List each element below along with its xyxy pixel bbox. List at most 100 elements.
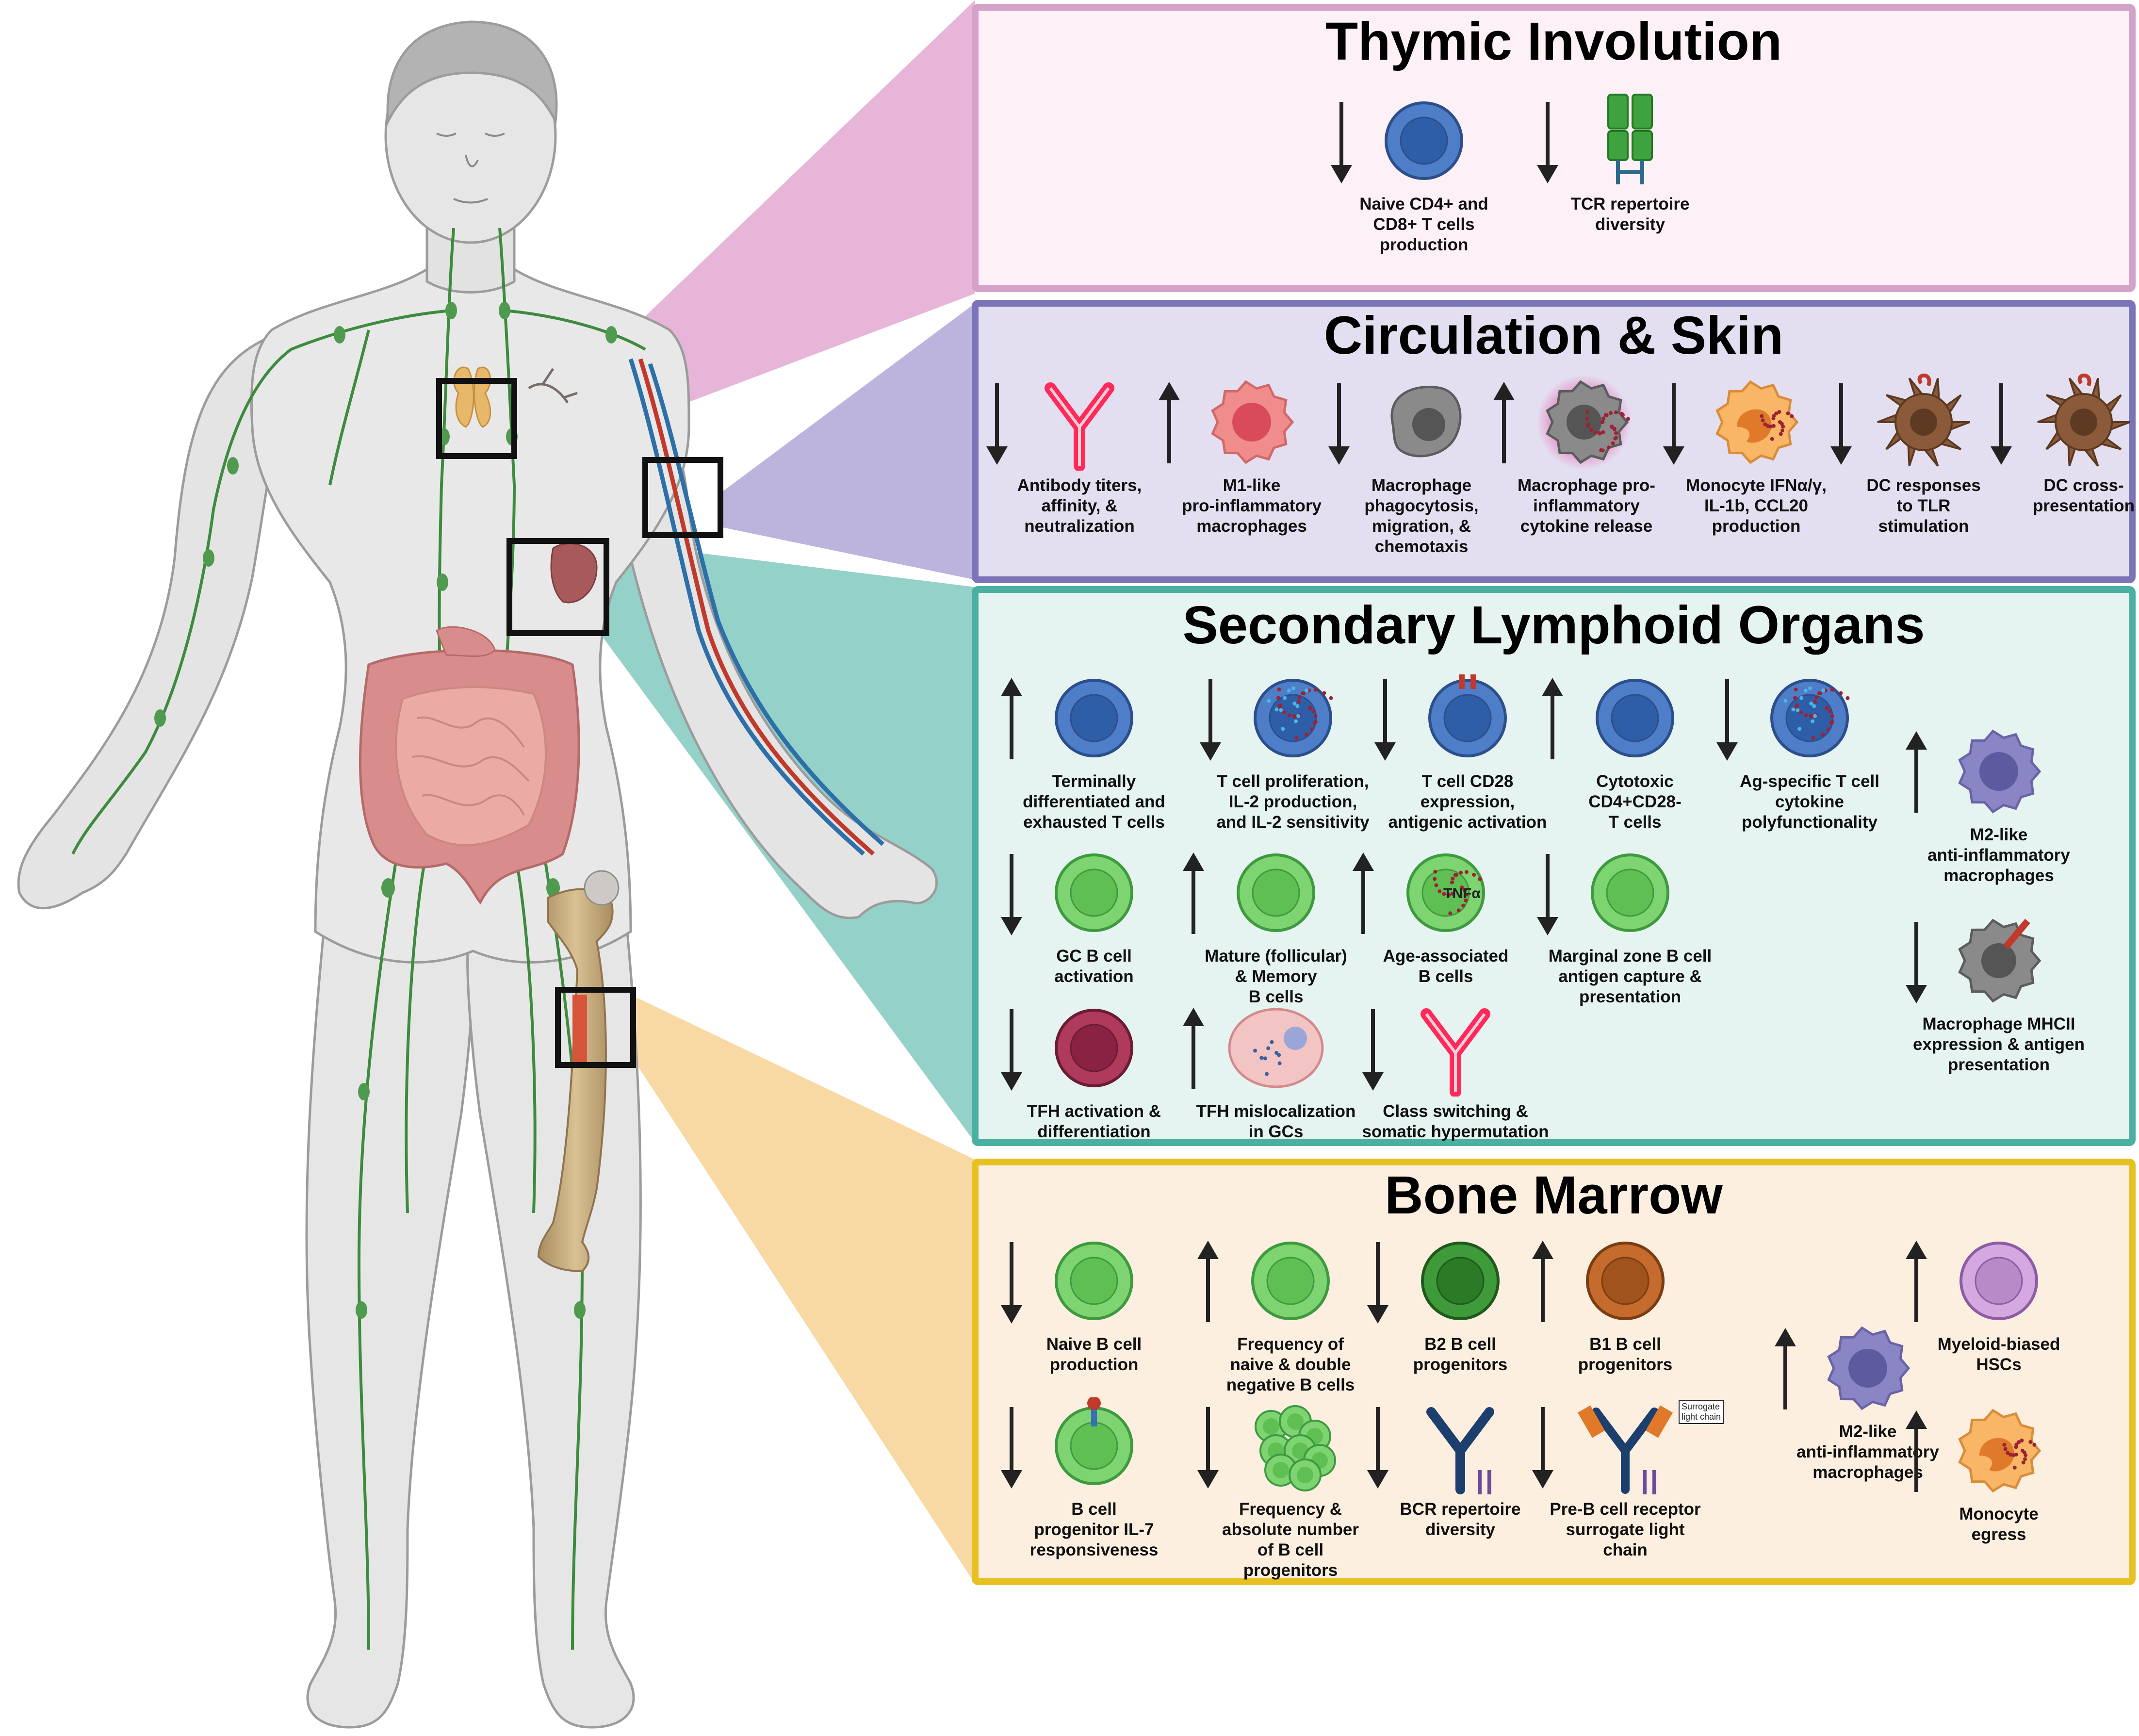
item-label: Terminally differentiated and exhausted … [1023, 772, 1165, 832]
monocyte-icon [1950, 1402, 2047, 1499]
bone-marrow-item: B2 B cell progenitors [1354, 1232, 1567, 1426]
item-label: Marginal zone B cell antigen capture & p… [1548, 947, 1712, 1006]
dendritic-cell-icon [2035, 373, 2132, 471]
slo-item: GC B cell activation [987, 844, 1201, 1038]
circulation-item: Monocyte IFNα/γ, IL-1b, CCL20 production [1649, 374, 1863, 568]
decrease-arrow-icon [1193, 1405, 1223, 1490]
decrease-arrow-icon [1533, 852, 1562, 936]
left-arm [17, 338, 293, 909]
tnf-alpha-label: TNFα [1443, 885, 1481, 901]
item-label: B cell progenitor IL-7 responsiveness [1029, 1500, 1159, 1559]
m2-macrophage-icon [1819, 1320, 1916, 1417]
germinal-center-icon [1227, 999, 1324, 1097]
decrease-arrow-icon [997, 1007, 1026, 1092]
increase-arrow-icon [1902, 730, 1931, 815]
item-label: Naive B cell production [1046, 1335, 1142, 1374]
femur-bone [537, 870, 620, 1273]
spleen-highlight-box [506, 538, 609, 636]
antibody-icon [1031, 374, 1128, 472]
item-label: B1 B cell progenitors [1578, 1335, 1673, 1374]
increase-arrow-icon [1528, 1240, 1557, 1325]
item-label: TFH mislocalization in GCs [1196, 1102, 1356, 1141]
tfh-cell-icon [1045, 999, 1143, 1097]
circulation-item: M1-like pro-inflammatory macrophages [1145, 374, 1358, 568]
bone-marrow-item: Myeloid-biased HSCs [1892, 1232, 2106, 1426]
slo-item: TFH mislocalization in GCs [1169, 999, 1383, 1194]
bm-connector-wedge [636, 997, 975, 1584]
macrophage-mhc-icon [1950, 912, 2047, 1009]
increase-arrow-icon [997, 677, 1026, 762]
m2-macrophage-icon [1950, 723, 2047, 820]
increase-arrow-icon [1155, 381, 1184, 466]
hsc-icon [1950, 1232, 2047, 1329]
b-cell-icon [1242, 1232, 1339, 1329]
decrease-arrow-icon [1327, 99, 1356, 184]
tcr-receptor-icon [1582, 92, 1679, 189]
decrease-arrow-icon [1533, 99, 1562, 184]
item-label: DC cross- presentation [2032, 476, 2135, 515]
bone-marrow-item: BCR repertoire diversity [1354, 1397, 1567, 1591]
item-label: BCR repertoire diversity [1400, 1500, 1521, 1539]
decrease-arrow-icon [997, 1240, 1026, 1325]
item-label: Class switching & somatic hypermutation [1362, 1102, 1549, 1141]
slo-item: T cell CD28 expression, antigenic activa… [1361, 670, 1574, 864]
thymus-highlight-box [436, 378, 517, 459]
item-label: Pre-B cell receptor surrogate light chai… [1550, 1500, 1701, 1559]
b-cell-cluster-icon [1242, 1397, 1339, 1494]
item-label: Frequency of naive & double negative B c… [1226, 1335, 1355, 1394]
slo-item: M2-like anti-inflammatory macrophages [1892, 723, 2106, 917]
circulation-item: Macrophage phagocytosis, migration, & ch… [1315, 374, 1528, 568]
b2-cell-icon [1412, 1232, 1509, 1329]
b1-cell-icon [1577, 1232, 1674, 1329]
arm-blood-vessels [628, 358, 884, 856]
b-cell-icon [1227, 844, 1324, 941]
b-cell-tnf-icon [1397, 844, 1494, 941]
surrogate-light-chain-note: Surrogate light chain [1679, 1400, 1724, 1424]
thymus-item: TCR repertoire diversity [1523, 92, 1737, 286]
item-label: DC responses to TLR stimulation [1866, 476, 1981, 536]
slo-item: Cytotoxic CD4+CD28- T cells [1528, 670, 1742, 864]
item-label: Macrophage MHCII expression & antigen pr… [1913, 1015, 2085, 1074]
slo-item: T cell proliferation, IL-2 production, a… [1186, 670, 1400, 864]
item-label: T cell CD28 expression, antigenic activa… [1388, 772, 1547, 832]
intestines [359, 626, 580, 905]
circulation-connector-wedge [718, 303, 975, 580]
decrease-arrow-icon [1363, 1240, 1392, 1325]
slo-item: Marginal zone B cell antigen capture & p… [1523, 844, 1737, 1038]
increase-arrow-icon [1489, 381, 1519, 466]
circulation-item: DC responses to TLR stimulation [1817, 373, 2030, 568]
pre-bcr-icon [1577, 1397, 1674, 1494]
item-label: Age-associated B cells [1383, 947, 1509, 986]
circulation-item: Antibody titers, affinity, & neutralizat… [973, 374, 1186, 568]
increase-arrow-icon [1902, 1240, 1931, 1325]
thymus-item: Naive CD4+ and CD8+ T cells production [1317, 92, 1531, 286]
slo-item: TFH activation & differentiation [987, 999, 1201, 1194]
lung-bronchi [528, 368, 578, 404]
right-leg [466, 916, 642, 1729]
increase-arrow-icon [1193, 1240, 1223, 1325]
item-label: Myeloid-biased HSCs [1937, 1335, 2060, 1374]
antibody-icon [1407, 999, 1504, 1097]
bone-marrow-item: M2-like anti-inflammatory macrophages [1761, 1320, 1975, 1514]
item-label: Monocyte IFNα/γ, IL-1b, CCL20 production [1686, 476, 1827, 536]
circulation-panel-title: Circulation & Skin [1323, 306, 1784, 365]
monocyte-icon [1708, 374, 1805, 471]
decrease-arrow-icon [1528, 1405, 1557, 1490]
slo-item: Terminally differentiated and exhausted … [987, 670, 1201, 864]
decrease-arrow-icon [1659, 381, 1688, 466]
bone-marrow-item: Pre-B cell receptor surrogate light chai… [1519, 1397, 1732, 1591]
t-cell-receptor-icon [1419, 670, 1516, 767]
slo-item: Age-associated B cells TNFα [1339, 844, 1552, 1038]
slo-item: Class switching & somatic hypermutation [1349, 999, 1562, 1194]
circulation-item: DC cross- presentation [1977, 373, 2139, 568]
decrease-arrow-icon [1324, 381, 1354, 466]
decrease-arrow-icon [1713, 677, 1742, 762]
item-label: Macrophage phagocytosis, migration, & ch… [1364, 476, 1479, 556]
spleen-organ [550, 542, 598, 604]
item-label: Naive CD4+ and CD8+ T cells production [1359, 195, 1488, 254]
hair [386, 20, 558, 126]
t-cell-cytokine-icon [1244, 670, 1341, 767]
decrease-arrow-icon [1902, 919, 1931, 1004]
item-label: M1-like pro-inflammatory macrophages [1182, 476, 1322, 536]
